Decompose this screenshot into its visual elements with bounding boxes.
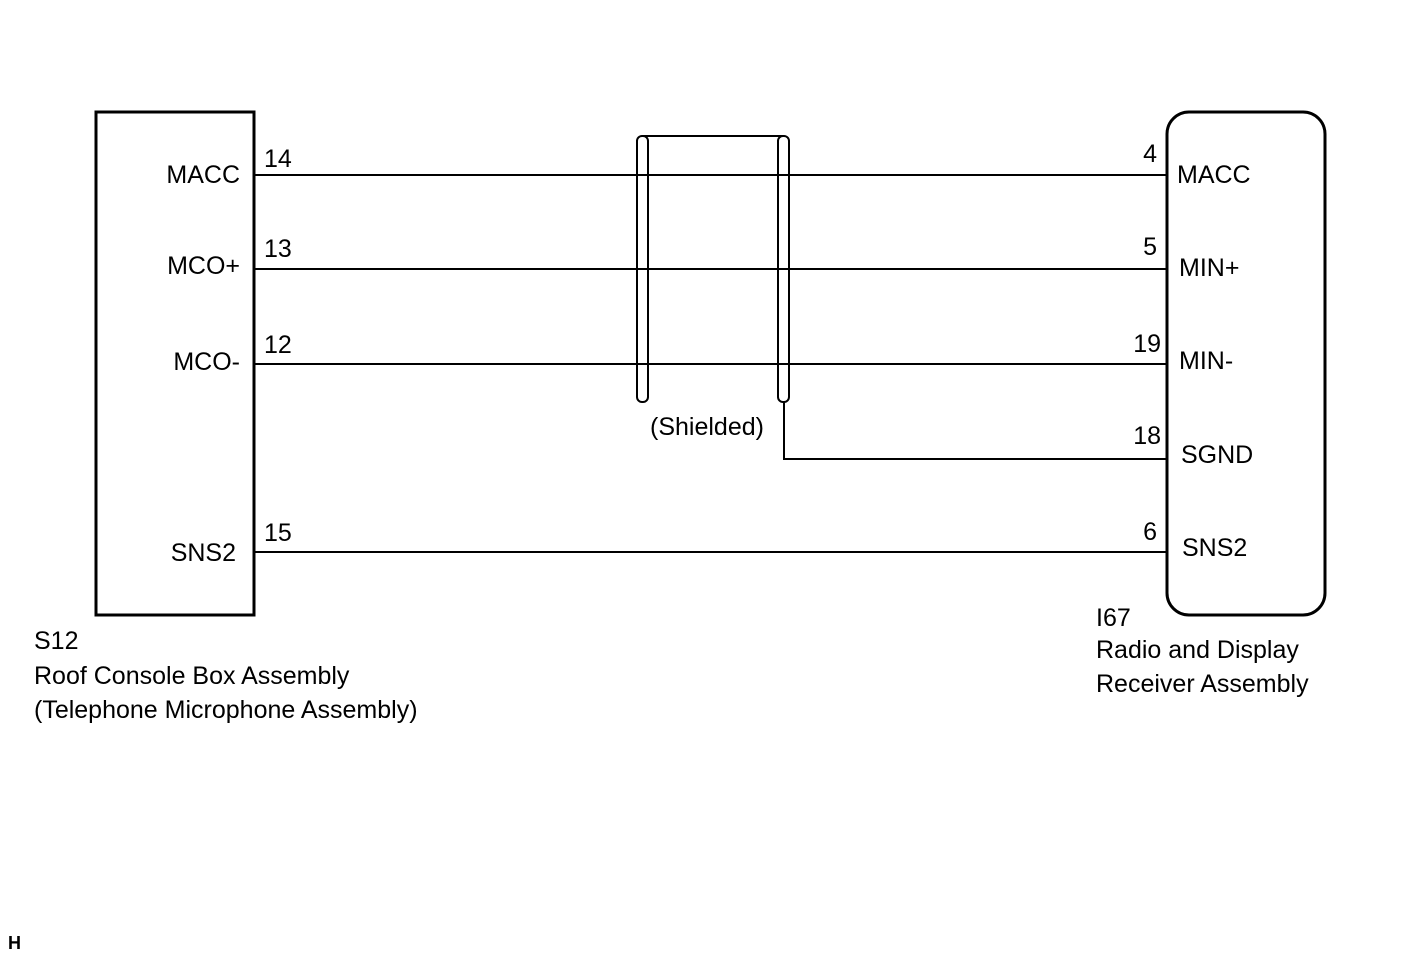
shield-label: (Shielded) xyxy=(650,413,764,441)
right-label-macc: MACC xyxy=(1177,161,1251,189)
left-label-mco-minus: MCO- xyxy=(173,348,240,376)
right-label-sgnd: SGND xyxy=(1181,441,1253,469)
right-component-code: I67 xyxy=(1096,604,1131,632)
right-component-name-line1: Radio and Display xyxy=(1096,636,1299,664)
right-pin-6: 6 xyxy=(1143,518,1157,546)
left-pin-15: 15 xyxy=(264,519,292,547)
wire-sgnd xyxy=(783,402,1167,460)
right-label-min-minus: MIN- xyxy=(1179,347,1233,375)
right-pin-4: 4 xyxy=(1143,140,1157,168)
left-label-sns2: SNS2 xyxy=(171,539,236,567)
right-label-min-plus: MIN+ xyxy=(1179,254,1239,282)
left-pin-12: 12 xyxy=(264,331,292,359)
right-pin-18: 18 xyxy=(1133,422,1161,450)
right-label-sns2: SNS2 xyxy=(1182,534,1247,562)
corner-mark: H xyxy=(8,933,21,953)
left-component-subname: (Telephone Microphone Assembly) xyxy=(34,696,418,724)
right-pin-5: 5 xyxy=(1143,233,1157,261)
right-pin-19: 19 xyxy=(1133,330,1161,358)
left-label-macc: MACC xyxy=(166,161,240,189)
shield-symbol xyxy=(636,135,790,403)
left-label-mco-plus: MCO+ xyxy=(167,252,240,280)
right-component-name-line2: Receiver Assembly xyxy=(1096,670,1309,698)
left-pin-13: 13 xyxy=(264,235,292,263)
left-pin-14: 14 xyxy=(264,145,292,173)
left-component-code: S12 xyxy=(34,627,78,655)
left-component-name: Roof Console Box Assembly xyxy=(34,662,350,690)
